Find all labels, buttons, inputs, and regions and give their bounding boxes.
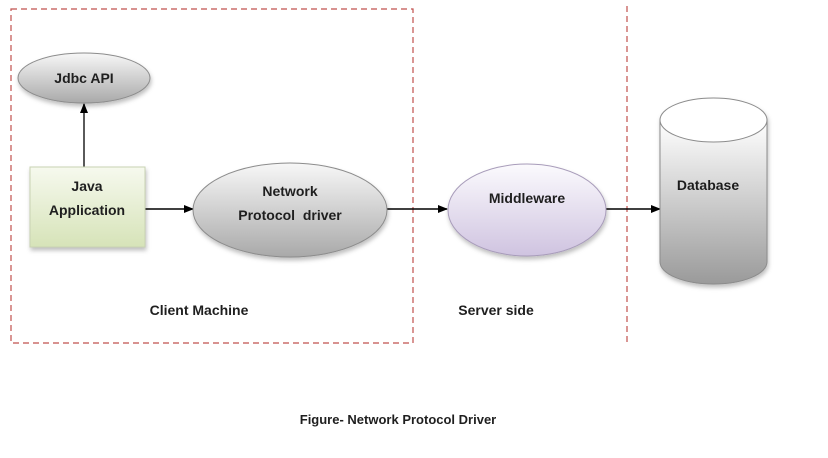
figure-caption: Figure- Network Protocol Driver [300, 412, 496, 427]
middleware-node: Middleware [447, 163, 607, 257]
java-application-label-line2: Application [49, 202, 125, 218]
java-application-node: Java Application [29, 166, 146, 248]
network-driver-label-line2: Protocol driver [238, 207, 342, 223]
client-machine-label: Client Machine [150, 302, 249, 318]
network-protocol-driver-node: Network Protocol driver [192, 162, 388, 258]
network-driver-label-line1: Network [262, 183, 317, 199]
client-machine-boundary [10, 8, 414, 344]
middleware-label: Middleware [489, 190, 565, 206]
database-label: Database [677, 177, 739, 193]
jdbc-api-node: Jdbc API [17, 52, 151, 104]
database-node: Database [659, 97, 768, 285]
jdbc-api-label: Jdbc API [54, 70, 113, 86]
java-application-label-line1: Java [71, 178, 102, 194]
server-side-label: Server side [458, 302, 534, 318]
